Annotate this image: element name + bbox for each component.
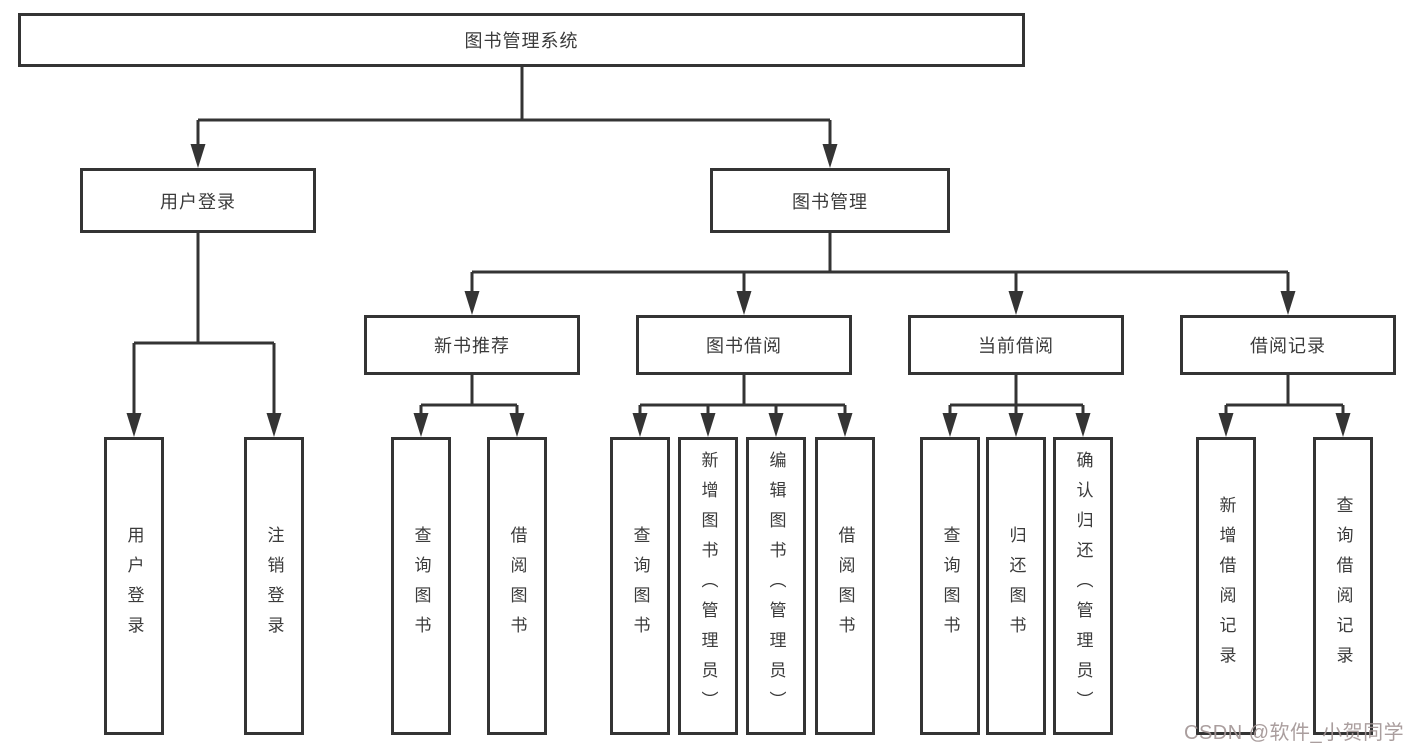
leaf-borrow-books-recommend-label: 借阅图书 — [507, 526, 527, 646]
node-new-book-recommend: 新书推荐 — [364, 315, 580, 375]
leaf-add-borrow-record-label: 新增借阅记录 — [1216, 496, 1236, 676]
csdn-watermark: CSDN @软件_小贺同学 — [1184, 722, 1405, 744]
leaf-add-borrow-record: 新增借阅记录 — [1196, 437, 1256, 735]
node-borrow-records-label: 借阅记录 — [1250, 336, 1326, 356]
node-new-book-recommend-label: 新书推荐 — [434, 336, 510, 356]
node-borrow-records: 借阅记录 — [1180, 315, 1396, 375]
leaf-confirm-return-admin-label: 确认归还（管理员） — [1073, 451, 1093, 721]
leaf-query-books-borrow: 查询图书 — [610, 437, 670, 735]
arrowheads — [126, 144, 1351, 437]
leaf-add-books-admin-label: 新增图书（管理员） — [698, 451, 718, 721]
leaf-return-books: 归还图书 — [986, 437, 1046, 735]
leaf-add-books-admin: 新增图书（管理员） — [678, 437, 738, 735]
leaf-borrow-books: 借阅图书 — [815, 437, 875, 735]
leaf-edit-books-admin-label: 编辑图书（管理员） — [766, 451, 786, 721]
leaf-borrow-books-label: 借阅图书 — [835, 526, 855, 646]
leaf-user-login: 用户登录 — [104, 437, 164, 735]
node-book-management: 图书管理 — [710, 168, 950, 233]
node-book-management-label: 图书管理 — [792, 191, 868, 212]
leaf-borrow-books-recommend: 借阅图书 — [487, 437, 547, 735]
leaf-query-books-current-label: 查询图书 — [940, 526, 960, 646]
node-book-borrow-label: 图书借阅 — [706, 336, 782, 356]
leaf-return-books-label: 归还图书 — [1006, 526, 1026, 646]
node-user-login-label: 用户登录 — [160, 191, 236, 212]
leaf-query-borrow-record: 查询借阅记录 — [1313, 437, 1373, 735]
leaf-logout-label: 注销登录 — [264, 526, 284, 646]
node-book-borrow: 图书借阅 — [636, 315, 852, 375]
node-user-login: 用户登录 — [80, 168, 316, 233]
leaf-confirm-return-admin: 确认归还（管理员） — [1053, 437, 1113, 735]
node-current-borrow-label: 当前借阅 — [978, 336, 1054, 356]
leaf-query-books-recommend: 查询图书 — [391, 437, 451, 735]
node-root-system: 图书管理系统 — [18, 13, 1025, 67]
leaf-query-borrow-record-label: 查询借阅记录 — [1333, 496, 1353, 676]
node-root-system-label: 图书管理系统 — [464, 31, 579, 51]
leaf-logout: 注销登录 — [244, 437, 304, 735]
leaf-query-books-borrow-label: 查询图书 — [630, 526, 650, 646]
leaf-edit-books-admin: 编辑图书（管理员） — [746, 437, 806, 735]
node-current-borrow: 当前借阅 — [908, 315, 1124, 375]
leaf-query-books-current: 查询图书 — [920, 437, 980, 735]
leaf-user-login-label: 用户登录 — [124, 526, 144, 646]
leaf-query-books-recommend-label: 查询图书 — [411, 526, 431, 646]
